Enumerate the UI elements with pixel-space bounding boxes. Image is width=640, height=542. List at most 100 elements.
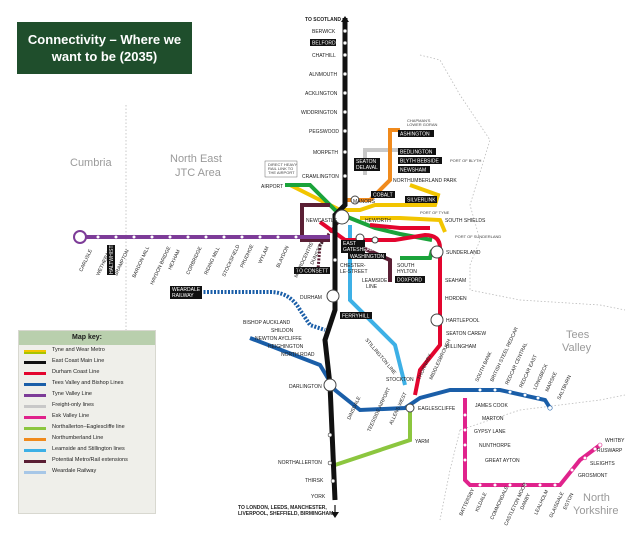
station-shildon: SHILDON [271, 328, 294, 334]
station-grosmont: GROSMONT [578, 473, 607, 479]
note-ashington-2: LOWER GORAN [407, 122, 438, 127]
esk-valley-dots [462, 412, 603, 488]
station-great-ayton: GREAT AYTON [485, 458, 520, 464]
region-cumbria: Cumbria [70, 157, 112, 169]
station-cramlington: CRAMLINGTON [302, 174, 339, 180]
station-kildale: KILDALE [474, 491, 488, 513]
badge-haltwhistle-bg [107, 245, 115, 275]
station-newcastle: NEWCASTLE [306, 218, 338, 224]
station-south-hylton-1: SOUTH [397, 263, 415, 269]
terminus-south-2: LIVERPOOL, SHEFFIELD, BIRMINGHAM [238, 511, 333, 517]
station-alnmouth: ALNMOUTH [309, 72, 337, 78]
station-gypsy-lane: GYPSY LANE [474, 429, 506, 435]
key-label: Freight-only lines [52, 402, 94, 408]
terminus-south-1: TO LONDON, LEEDS, MANCHESTER, [238, 505, 327, 511]
key-item: Leamside and Stillington lines [24, 446, 150, 455]
map-title: Connectivity – Where we want to be (2035… [17, 22, 192, 74]
key-label: Leamside and Stillington lines [52, 446, 125, 452]
station-east-gateshead-1: EAST [343, 241, 356, 247]
tyne-valley-dots [95, 234, 299, 240]
station-airport: AIRPORT [261, 184, 283, 190]
badge-blyth-bg [398, 157, 442, 164]
station-seaham: SEAHAM [445, 278, 466, 284]
station-nunthorpe: NUNTHORPE [479, 443, 511, 449]
station-marton: MARTON [482, 416, 504, 422]
station-thirsk: THIRSK [305, 478, 324, 484]
badge-silverlink-bg [405, 196, 437, 203]
key-label: Potential Metro/Rail extensions [52, 457, 128, 463]
station-leamside: LEAMSIDE [362, 278, 388, 284]
interchange-markers [73, 195, 444, 413]
station-marske: MARSKE [544, 371, 559, 393]
badge-doxford-bg [395, 276, 425, 283]
region-valley: Valley [562, 342, 592, 354]
station-newsham: NEWSHAM [400, 168, 426, 174]
station-bardon-mill: BARDON MILL [131, 245, 151, 278]
badge-newsham-bg [398, 166, 430, 173]
durham-coast-line-2 [369, 223, 430, 230]
station-east-gateshead-2: GATESHEAD [343, 247, 374, 253]
station-morpeth: MORPETH [313, 150, 338, 156]
northumberland-line [345, 128, 400, 202]
station-battersby: BATTERSBY [458, 487, 476, 517]
station-washington: WASHINGTON [350, 254, 385, 260]
station-haltwhistle: HALTWHISTLE [109, 239, 115, 274]
north-arrow-icon [341, 16, 349, 22]
station-acklington: ACKLINGTON [305, 91, 338, 97]
metro-green-line [285, 183, 433, 242]
badge-washington-bg [348, 253, 386, 259]
key-label: Tees Valley and Bishop Lines [52, 380, 124, 386]
metro-yellow-line-2 [360, 216, 447, 233]
station-corbridge: CORBRIDGE [185, 245, 204, 276]
station-pegswood: PEGSWOOD [309, 129, 339, 135]
station-port-of-tyne: PORT OF TYNE [420, 210, 450, 215]
station-widdrington: WIDDRINGTON [301, 110, 338, 116]
northallerton-eaglescliffe-line [334, 410, 412, 467]
key-item: Freight-only lines [24, 402, 150, 411]
key-swatch [24, 438, 46, 441]
station-heworth: HEWORTH [365, 218, 391, 224]
station-blyth-bebside: BLYTH BEBSIDE [400, 159, 439, 165]
weardale-railway-line [200, 290, 326, 332]
station-riding-mill: RIDING MILL [203, 246, 221, 276]
key-swatch [24, 405, 46, 408]
station-berwick: BERWICK [312, 29, 336, 35]
station-wylam: WYLAM [257, 246, 270, 265]
key-item: Durham Coast Line [24, 369, 150, 378]
badge-east-gateshead-bg [341, 240, 365, 253]
station-ashington: ASHINGTON [400, 132, 430, 138]
station-weardale-2: RAILWAY [172, 293, 194, 299]
station-seaton-delaval-1: SEATON [356, 159, 376, 165]
key-swatch [24, 416, 46, 419]
station-seaton-carew: SEATON CAREW [446, 331, 486, 337]
note-airport-3: THE AIRPORT [268, 170, 295, 175]
key-item: Esk Valley Line [24, 413, 150, 422]
badge-weardale-bg [170, 286, 202, 299]
key-swatch [24, 471, 46, 474]
station-south-shields: SOUTH SHIELDS [445, 218, 486, 224]
station-yarm: YARM [415, 439, 429, 445]
station-sunderland: SUNDERLAND [446, 250, 481, 256]
station-horden: HORDEN [445, 296, 467, 302]
station-leamside-line: LINE [366, 284, 378, 290]
region-jtc-area: JTC Area [175, 167, 222, 179]
key-label: Tyne and Wear Metro [52, 347, 105, 353]
badge-seaton-delaval-bg [354, 158, 380, 171]
key-swatch [24, 460, 46, 463]
key-item: Northumberland Line [24, 435, 150, 444]
station-newton-aycliffe: NEWTON AYCLIFFE [255, 336, 302, 342]
key-label: Northumberland Line [52, 435, 104, 441]
station-stockton: STOCKTON [386, 377, 414, 383]
station-brampton: BRAMPTON [113, 248, 131, 276]
key-label: Weardale Railway [52, 468, 97, 474]
station-james-cook: JAMES COOK [475, 403, 508, 409]
key-item: Potential Metro/Rail extensions [24, 457, 150, 466]
station-york: YORK [311, 494, 326, 500]
badge-belford-bg [310, 39, 336, 46]
note-airport-2: RAIL LINK TO [268, 166, 293, 171]
station-doxford: DOXFORD [397, 278, 422, 284]
station-darlington: DARLINGTON [289, 384, 322, 390]
station-bishop-auckland: BISHOP AUCKLAND [243, 320, 291, 326]
